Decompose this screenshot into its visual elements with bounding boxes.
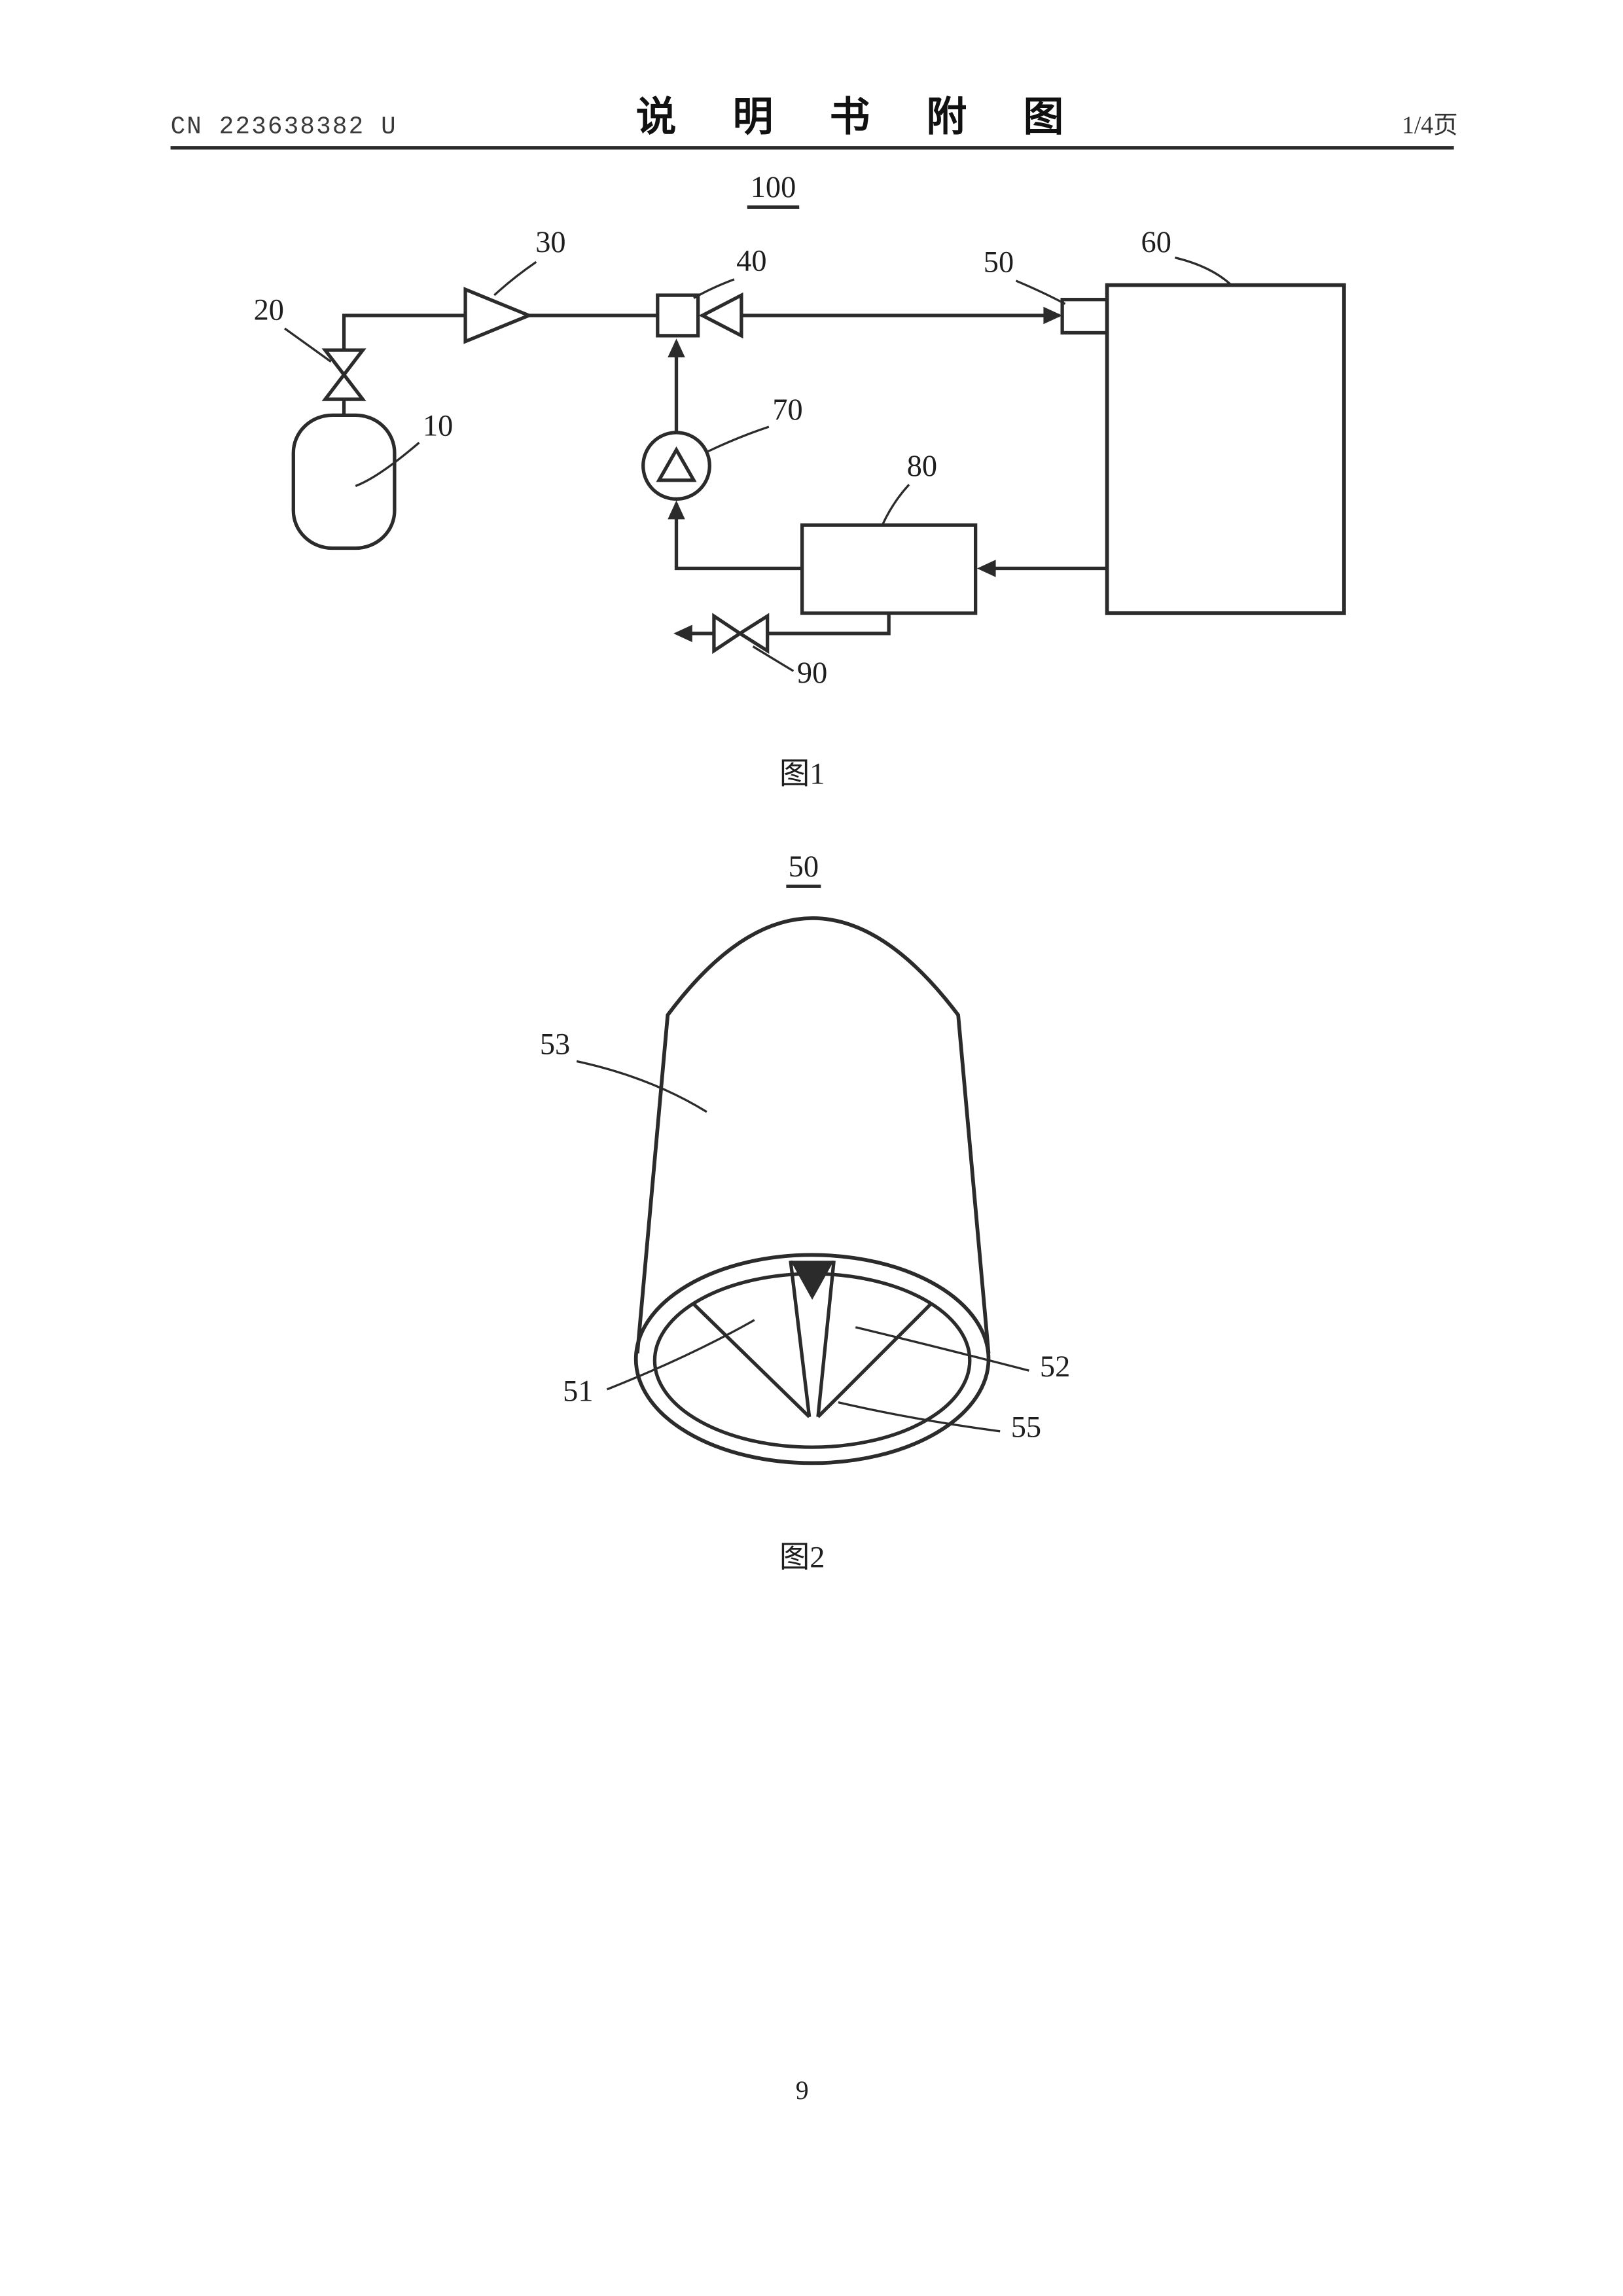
leader-53 [576,1060,707,1113]
cone-right-edge-52 [817,1302,933,1418]
label-53: 53 [540,1028,570,1061]
cone-apex-55 [790,1261,834,1300]
figure2-ref: 50 [789,850,819,884]
pump-70 [641,431,711,501]
leader-55 [838,1401,1001,1433]
header-title: 说 明 书 附 图 [636,95,1087,139]
exchanger-80 [800,523,978,615]
label-40: 40 [736,245,766,278]
label-50: 50 [984,246,1014,279]
drain-valve-90 [712,613,770,655]
leader-80 [882,484,910,524]
figure1-caption: 图1 [779,757,825,791]
label-70: 70 [772,393,802,427]
leader-60 [1175,257,1232,286]
valve-20-bottom-triangle [321,372,366,401]
gas-cylinder-10 [291,413,397,550]
figure1: 100 [254,171,1346,791]
arrow-into-exchanger [976,560,996,577]
junction-box-40 [656,293,700,338]
figure2: 50 53 51 52 55 图2 [540,850,1070,1575]
leader-51 [606,1319,755,1391]
figure1-ref: 100 [751,171,796,204]
pipe-exchanger-to-drain-valve [767,613,891,636]
regulator-30 [463,287,534,344]
leader-52 [855,1326,1029,1372]
label-10: 10 [423,409,453,442]
label-55: 55 [1011,1411,1041,1444]
label-20: 20 [254,294,284,327]
valve-20 [321,348,366,401]
label-90: 90 [797,656,827,690]
leader-30 [493,260,537,296]
label-30: 30 [535,226,565,259]
leader-40 [693,278,735,299]
cylinder-body-53 [635,916,991,1354]
valve-90-left-triangle [712,613,743,655]
pipe-exchanger-to-pump [674,503,802,571]
page-number: 9 [796,2076,809,2105]
cone-inner-left-line [789,1260,812,1418]
header-doc-number: CN 223638382 U [171,114,397,141]
header-page-indicator: 1/4页 [1402,113,1458,139]
arrow-into-nozzle [1043,306,1063,325]
rim-outer-ellipse [633,1253,991,1465]
arrow-exhaust [673,624,692,643]
label-52: 52 [1040,1350,1070,1384]
leader-90 [752,645,794,672]
leader-70 [707,425,770,453]
check-valve-40 [698,292,743,339]
leader-50 [1015,279,1066,305]
leader-20 [284,327,332,363]
label-51: 51 [563,1374,593,1408]
arrow-up-into-pump [668,500,685,520]
leader-10 [355,442,420,488]
label-80: 80 [907,450,937,483]
label-60: 60 [1141,226,1171,259]
valve-90-right-triangle [736,613,770,655]
pump-70-impeller [656,446,697,482]
nozzle-50 [1060,298,1109,335]
valve-20-top-triangle [321,348,366,378]
cone-inner-right-line [816,1260,836,1418]
figure2-caption: 图2 [779,1541,825,1574]
chamber-60 [1105,283,1346,615]
pipe-valve-to-regulator [342,314,466,350]
arrow-up-into-box [668,338,685,358]
cone-left-edge-51 [692,1302,811,1418]
